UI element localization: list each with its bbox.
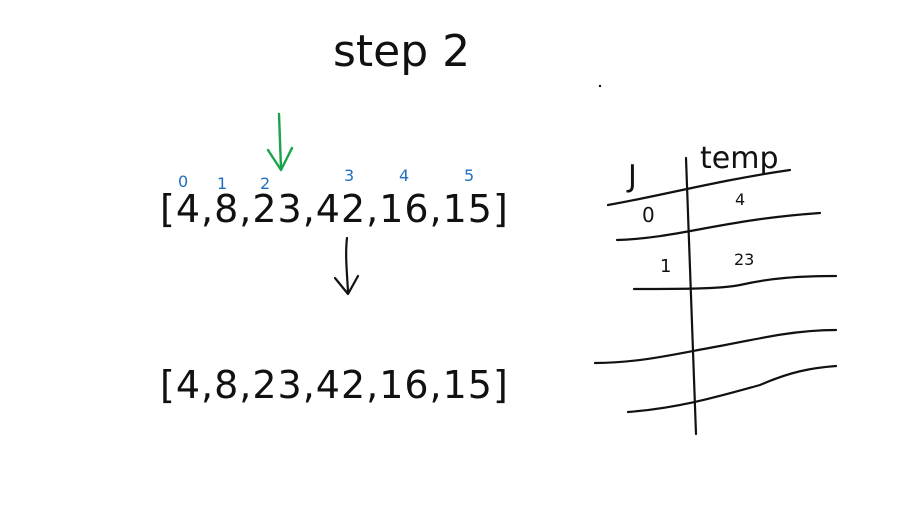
array-top: [4,8,23,42,16,15] [160,187,509,231]
table-header-j: J [626,159,637,194]
table-cell-j: 0 [642,203,655,227]
table-grid [593,156,838,436]
table-cell-temp: 4 [735,190,745,209]
pointer-arrow-green [266,112,294,172]
table-row-line [626,364,838,414]
table-row-line [593,328,838,365]
table-cell-j: 1 [660,256,671,277]
table-row-line [615,211,822,242]
array-bottom: [4,8,23,42,16,15] [160,363,509,407]
table-header-temp: temp [700,141,779,176]
index-labels: 0 1 2 3 4 5 [178,166,474,193]
index-label: 1 [217,174,227,193]
index-label: 0 [178,172,188,191]
stray-dot [598,84,602,88]
index-label: 4 [399,166,409,185]
index-label: 5 [464,166,474,185]
table-column-divider [684,156,698,436]
down-arrow [333,236,360,296]
table-cell-temp: 23 [734,250,754,269]
index-label: 2 [260,174,270,193]
table-row-line [632,274,838,291]
table-header-underline [606,168,792,207]
index-label: 3 [344,166,354,185]
step-title: step 2 [333,26,470,77]
